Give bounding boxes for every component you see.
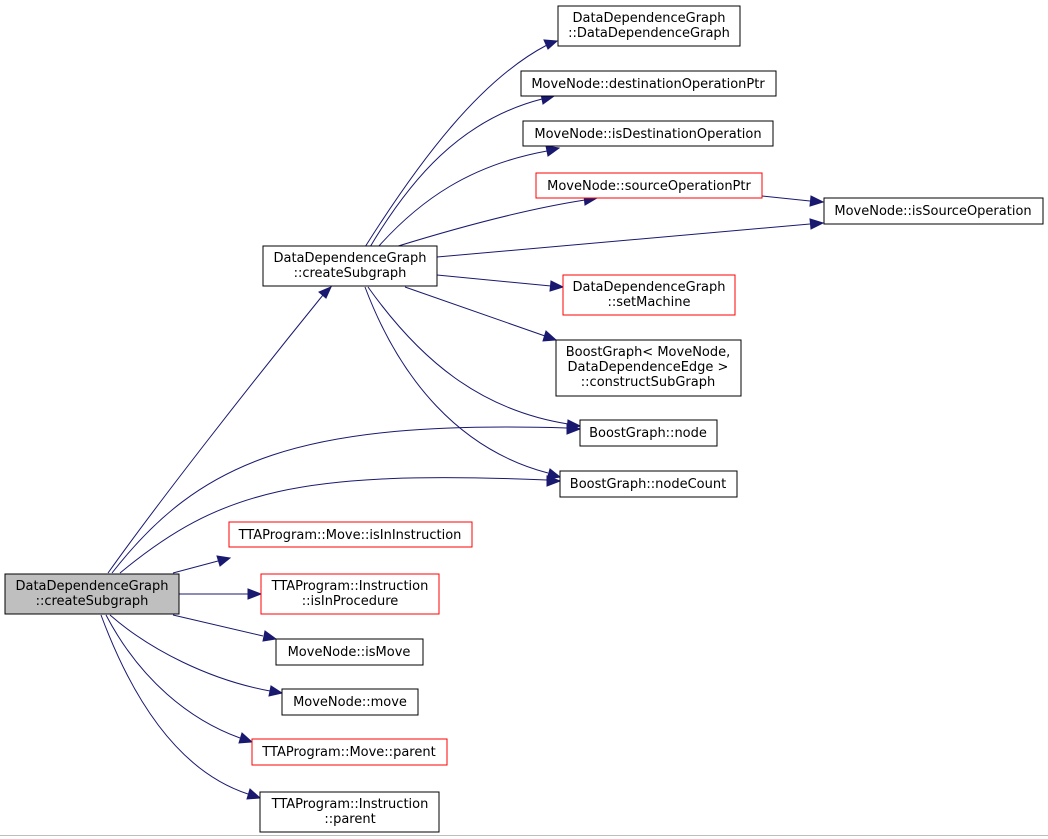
- edge-root-to-instruction-parent: [100, 614, 262, 800]
- node-label-line: DataDependenceGraph: [572, 280, 725, 295]
- edge-root-to-move: [109, 614, 284, 697]
- node-source-operation-ptr[interactable]: MoveNode::sourceOperationPtr: [535, 172, 763, 199]
- node-is-destination-operation[interactable]: MoveNode::isDestinationOperation: [522, 120, 774, 147]
- nodes: DataDependenceGraph ::createSubgraph Dat…: [4, 5, 1044, 833]
- edge-mid-to-is-destination-operation: [377, 145, 561, 248]
- node-mid-create-subgraph[interactable]: DataDependenceGraph ::createSubgraph: [262, 245, 438, 287]
- node-label-line: BoostGraph::node: [589, 426, 707, 441]
- node-label-line: MoveNode::sourceOperationPtr: [547, 179, 751, 194]
- node-is-move[interactable]: MoveNode::isMove: [275, 638, 424, 666]
- bottom-divider: [0, 835, 1048, 836]
- node-is-source-operation[interactable]: MoveNode::isSourceOperation: [823, 197, 1044, 225]
- node-construct-subgraph[interactable]: BoostGraph< MoveNode, DataDependenceEdge…: [555, 339, 742, 397]
- node-label-line: ::createSubgraph: [294, 266, 407, 281]
- edge-root-to-is-in-instruction: [172, 555, 232, 574]
- edge-root-to-node: [111, 423, 582, 574]
- node-boostgraph-node[interactable]: BoostGraph::node: [579, 419, 718, 447]
- node-label-line: ::isInProcedure: [302, 594, 399, 609]
- node-instruction-parent[interactable]: TTAProgram::Instruction ::parent: [259, 791, 440, 833]
- node-move-parent[interactable]: TTAProgram::Move::parent: [251, 738, 448, 766]
- edge-mid-to-construct-subgraph: [404, 286, 558, 342]
- node-label-line: MoveNode::isSourceOperation: [834, 204, 1031, 219]
- node-label-line: DataDependenceGraph: [572, 11, 725, 26]
- node-ddg-constructor[interactable]: DataDependenceGraph ::DataDependenceGrap…: [557, 5, 741, 47]
- node-label-line: BoostGraph< MoveNode,: [566, 345, 731, 360]
- node-label-line: MoveNode::move: [293, 695, 407, 710]
- edge-mid-to-destination-operation-ptr: [369, 93, 556, 248]
- node-label-line: TTAProgram::Instruction: [271, 579, 429, 594]
- node-destination-operation-ptr[interactable]: MoveNode::destinationOperationPtr: [520, 70, 777, 97]
- node-label-line: ::DataDependenceGraph: [568, 26, 730, 41]
- node-is-in-procedure[interactable]: TTAProgram::Instruction ::isInProcedure: [260, 573, 440, 615]
- node-label-line: BoostGraph::nodeCount: [570, 477, 726, 492]
- edge-source-operation-ptr-to-is-source-operation: [761, 195, 825, 207]
- edge-mid-to-ddg-ctor: [364, 39, 559, 248]
- node-label-line: ::createSubgraph: [36, 594, 149, 609]
- edge-root-to-mid: [107, 286, 332, 574]
- edge-root-to-move-parent: [105, 614, 254, 744]
- node-label-line: TTAProgram::Instruction: [271, 797, 429, 812]
- node-label-line: ::parent: [324, 812, 375, 827]
- edges: [100, 39, 825, 800]
- node-label-line: DataDependenceGraph: [15, 579, 168, 594]
- node-label-line: MoveNode::destinationOperationPtr: [531, 77, 765, 92]
- edge-mid-to-set-machine: [436, 274, 565, 292]
- node-label-line: MoveNode::isDestinationOperation: [534, 127, 761, 142]
- node-label-line: MoveNode::isMove: [288, 645, 411, 660]
- node-root-create-subgraph[interactable]: DataDependenceGraph ::createSubgraph: [4, 573, 180, 615]
- node-label-line: DataDependenceGraph: [273, 251, 426, 266]
- node-label-line: ::constructSubGraph: [581, 375, 715, 390]
- edge-root-to-is-move: [172, 614, 278, 642]
- node-movenode-move[interactable]: MoveNode::move: [281, 688, 419, 716]
- edge-root-to-is-in-procedure: [179, 588, 263, 600]
- node-label-line: ::setMachine: [607, 295, 690, 310]
- node-label-line: TTAProgram::Move::parent: [261, 745, 435, 760]
- node-label-line: DataDependenceEdge >: [568, 360, 729, 375]
- node-boostgraph-node-count[interactable]: BoostGraph::nodeCount: [559, 470, 738, 498]
- node-is-in-instruction[interactable]: TTAProgram::Move::isInInstruction: [228, 521, 473, 548]
- node-label-line: TTAProgram::Move::isInInstruction: [238, 528, 462, 543]
- edge-root-to-node-count: [119, 475, 562, 574]
- edge-mid-to-is-source-operation: [436, 218, 825, 258]
- node-set-machine[interactable]: DataDependenceGraph ::setMachine: [562, 274, 736, 316]
